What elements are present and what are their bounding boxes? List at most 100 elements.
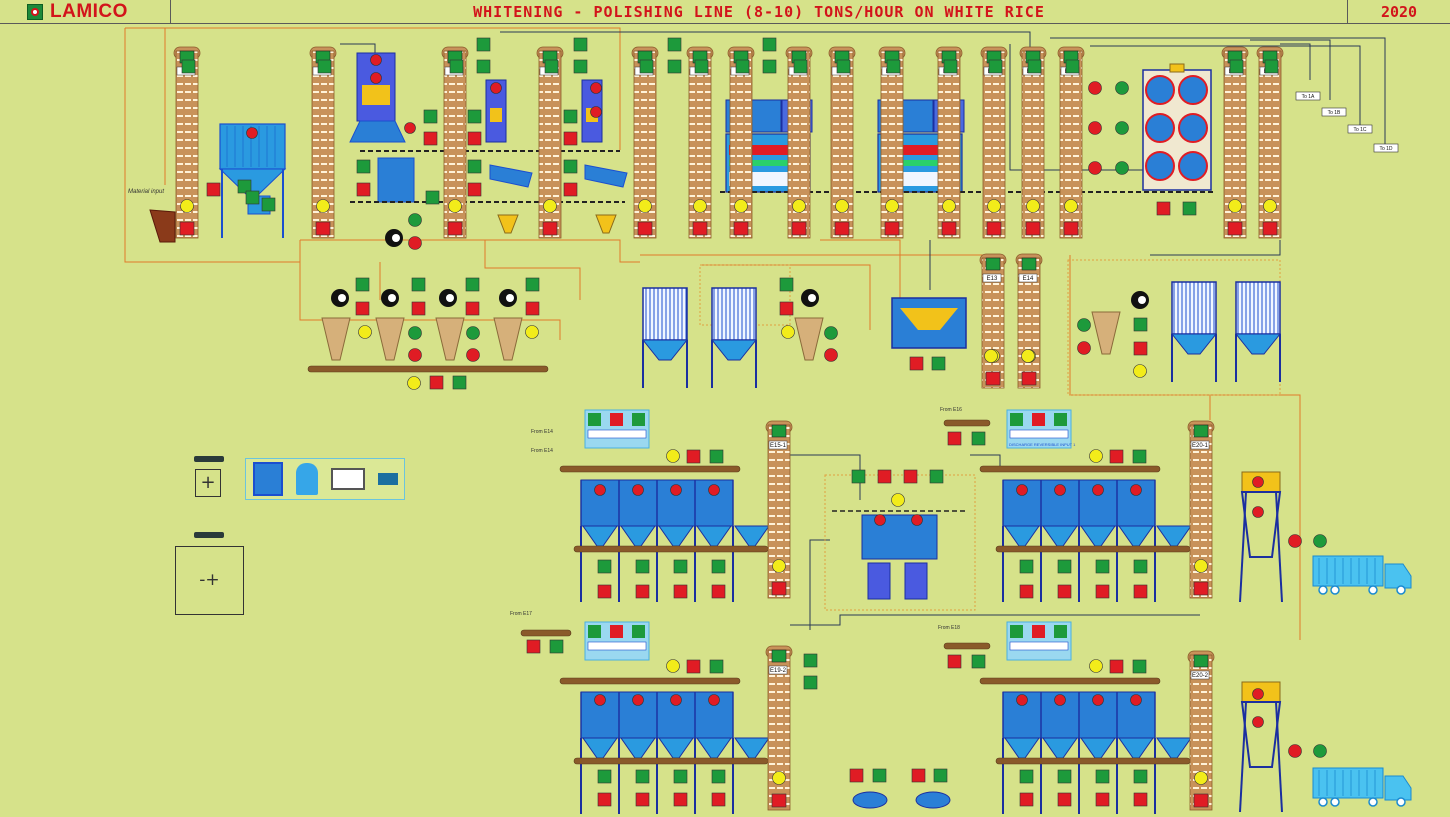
alarm-dot-2[interactable] [1088,161,1102,175]
gate-valve-16[interactable] [370,54,382,66]
gate-valve-25[interactable] [404,122,416,134]
elevator-e11-10[interactable]: E11 [935,46,963,239]
elevator-e16-13-alarm[interactable] [1063,221,1079,236]
cyclone-2[interactable] [435,317,465,361]
run-indicator-57[interactable] [1057,769,1072,784]
elevator-e20-1-level-indicator[interactable] [1194,559,1208,573]
run-indicator-65[interactable] [971,431,986,446]
run-indicator-25[interactable] [467,109,482,124]
level-dot-4[interactable] [891,493,905,507]
alarm-dot-0[interactable] [1088,81,1102,95]
run-indicator-22[interactable] [762,37,777,52]
panel-icon[interactable] [330,468,365,490]
elevator-e7-6-alarm[interactable] [733,221,749,236]
elevator-mid-a-alarm[interactable] [985,371,1001,386]
run-indicator-2[interactable] [449,59,464,74]
stop-indicator-24[interactable] [1133,584,1148,599]
run-indicator-5[interactable] [694,59,709,74]
elevator-e16-13-level-indicator[interactable] [1064,199,1078,213]
alarm-dot-9[interactable] [1288,744,1302,758]
run-indicator-26[interactable] [563,109,578,124]
gate-panel-2-dir[interactable] [1009,429,1069,439]
feed-conveyor-e18[interactable] [943,642,991,650]
zoom-panel[interactable]: -+ [175,546,244,615]
run-indicator-62[interactable] [709,659,724,674]
stop-indicator-37[interactable] [526,639,541,654]
elevator-e18-15-alarm[interactable] [1262,221,1278,236]
gate-panel-4-dir[interactable] [1009,641,1069,651]
stop-indicator-8[interactable] [411,301,426,316]
elevator-e5-4-level-indicator[interactable] [638,199,652,213]
alarm-dot-8[interactable] [1288,534,1302,548]
elevator-e18-15-level-indicator[interactable] [1263,199,1277,213]
run-indicator-19[interactable] [573,59,588,74]
ok-dot-2[interactable] [1115,161,1129,175]
stop-indicator-18[interactable] [635,584,650,599]
stop-indicator-6[interactable] [206,182,221,197]
run-indicator-23[interactable] [762,59,777,74]
elevator-e1-0-level-indicator[interactable] [180,199,194,213]
elevator-mid-b[interactable]: E14 [1015,253,1043,389]
gate-panel-4-stop[interactable] [1032,625,1045,638]
elevator-e10-9-level-indicator[interactable] [885,199,899,213]
level-dot-3[interactable] [407,376,421,390]
gate-valve-6[interactable] [1092,484,1104,496]
cyclone-4[interactable] [794,317,824,361]
stop-indicator-1[interactable] [467,131,482,146]
run-indicator-28[interactable] [467,159,482,174]
level-dot-9[interactable] [1089,659,1103,673]
alarm-dot-3[interactable] [408,236,422,250]
gate-panel-3-auto[interactable] [632,625,645,638]
cyclone-3[interactable] [493,317,523,361]
gate-panel-1-run[interactable] [588,413,601,426]
elevator-e15-1-motor-status[interactable] [771,424,787,438]
stop-indicator-11[interactable] [779,301,794,316]
elevator-e17-14-level-indicator[interactable] [1228,199,1242,213]
elevator-e3-2-alarm[interactable] [447,221,463,236]
elevator-e20-2-motor-status[interactable] [1193,654,1209,668]
stop-indicator-41[interactable] [849,768,864,783]
gate-valve-13[interactable] [1054,694,1066,706]
ok-dot-8[interactable] [1313,534,1327,548]
elevator-e1-0[interactable]: E1 [173,46,201,239]
run-indicator-4[interactable] [639,59,654,74]
elevator-e8-7-alarm[interactable] [791,221,807,236]
stop-indicator-14[interactable] [1156,201,1171,216]
elevator-e11-10-level-indicator[interactable] [942,199,956,213]
compressor-0[interactable] [852,791,888,809]
ok-dot-3[interactable] [408,213,422,227]
ok-dot-4[interactable] [408,326,422,340]
elevator-e18-15[interactable]: E18 [1256,46,1284,239]
stop-indicator-15[interactable] [877,469,892,484]
elevator-e19-2-motor-status[interactable] [771,649,787,663]
elevator-e15-1[interactable]: E15-1 [765,420,793,599]
run-indicator-6[interactable] [735,59,750,74]
add-button[interactable]: + [195,469,221,497]
run-indicator-54[interactable] [673,769,688,784]
run-indicator-47[interactable] [711,559,726,574]
run-indicator-49[interactable] [1057,559,1072,574]
material-intake-pit[interactable] [149,209,176,243]
cyclone-1[interactable] [375,317,405,361]
gate-valve-19[interactable] [590,106,602,118]
run-indicator-10[interactable] [943,59,958,74]
run-indicator-51[interactable] [1133,559,1148,574]
ok-dot-9[interactable] [1313,744,1327,758]
stop-indicator-20[interactable] [711,584,726,599]
elevator-e20-2-level-indicator[interactable] [1194,771,1208,785]
gate-valve-9[interactable] [632,694,644,706]
gate-panel-1-auto[interactable] [632,413,645,426]
bag-filter-0[interactable] [642,287,688,341]
level-dot-5[interactable] [1133,364,1147,378]
run-indicator-21[interactable] [667,59,682,74]
gate-valve-0[interactable] [594,484,606,496]
gate-valve-18[interactable] [590,82,602,94]
ok-dot-5[interactable] [466,326,480,340]
stop-indicator-32[interactable] [1133,792,1148,807]
elevator-e6-5-level-indicator[interactable] [693,199,707,213]
gate-panel-1-dir[interactable] [587,429,647,439]
run-indicator-31[interactable] [261,197,276,212]
ok-dot-1[interactable] [1115,121,1129,135]
elevator-e7-6-level-indicator[interactable] [734,199,748,213]
ok-dot-7[interactable] [1077,318,1091,332]
